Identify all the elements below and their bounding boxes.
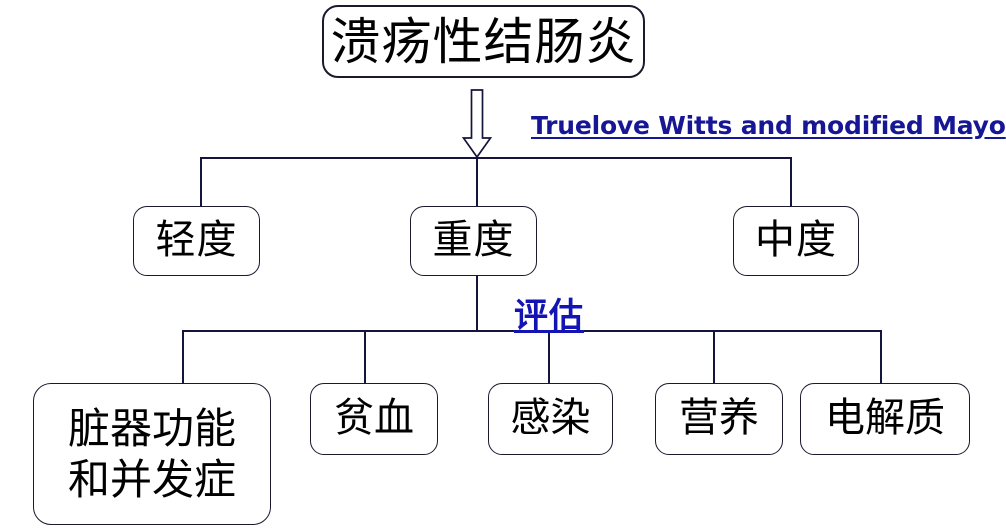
node-assessment-anemia[interactable]: 贫血 bbox=[310, 383, 438, 455]
node-severity-mild[interactable]: 轻度 bbox=[133, 206, 260, 276]
connector-bus-level2 bbox=[182, 330, 881, 332]
connector-stem-nutrition bbox=[713, 330, 715, 384]
connector-stem-mild bbox=[200, 157, 202, 207]
annotation-assessment: 评估 bbox=[514, 296, 584, 336]
node-assessment-organ-function-and-complications[interactable]: 脏器功能 和并发症 bbox=[33, 383, 271, 525]
annotation-classification-criteria: Truelove Witts and modified Mayo bbox=[531, 111, 1006, 140]
node-assessment-electrolytes[interactable]: 电解质 bbox=[800, 383, 970, 455]
connector-bus-level1 bbox=[200, 157, 791, 159]
connector-stem-assessment bbox=[476, 276, 478, 331]
node-severity-moderate[interactable]: 中度 bbox=[733, 206, 859, 276]
connector-stem-infection bbox=[548, 330, 550, 384]
node-root-ulcerative-colitis[interactable]: 溃疡性结肠炎 bbox=[322, 5, 645, 78]
connector-stem-electrolytes bbox=[880, 330, 882, 384]
connector-stem-anemia bbox=[364, 330, 366, 384]
node-assessment-nutrition[interactable]: 营养 bbox=[655, 383, 783, 455]
connector-stem-severe bbox=[476, 157, 478, 207]
node-assessment-infection[interactable]: 感染 bbox=[488, 383, 613, 455]
down-block-arrow-icon bbox=[461, 89, 493, 159]
node-severity-severe[interactable]: 重度 bbox=[410, 206, 537, 276]
connector-stem-moderate bbox=[790, 157, 792, 207]
connector-stem-organ-function bbox=[182, 330, 184, 384]
